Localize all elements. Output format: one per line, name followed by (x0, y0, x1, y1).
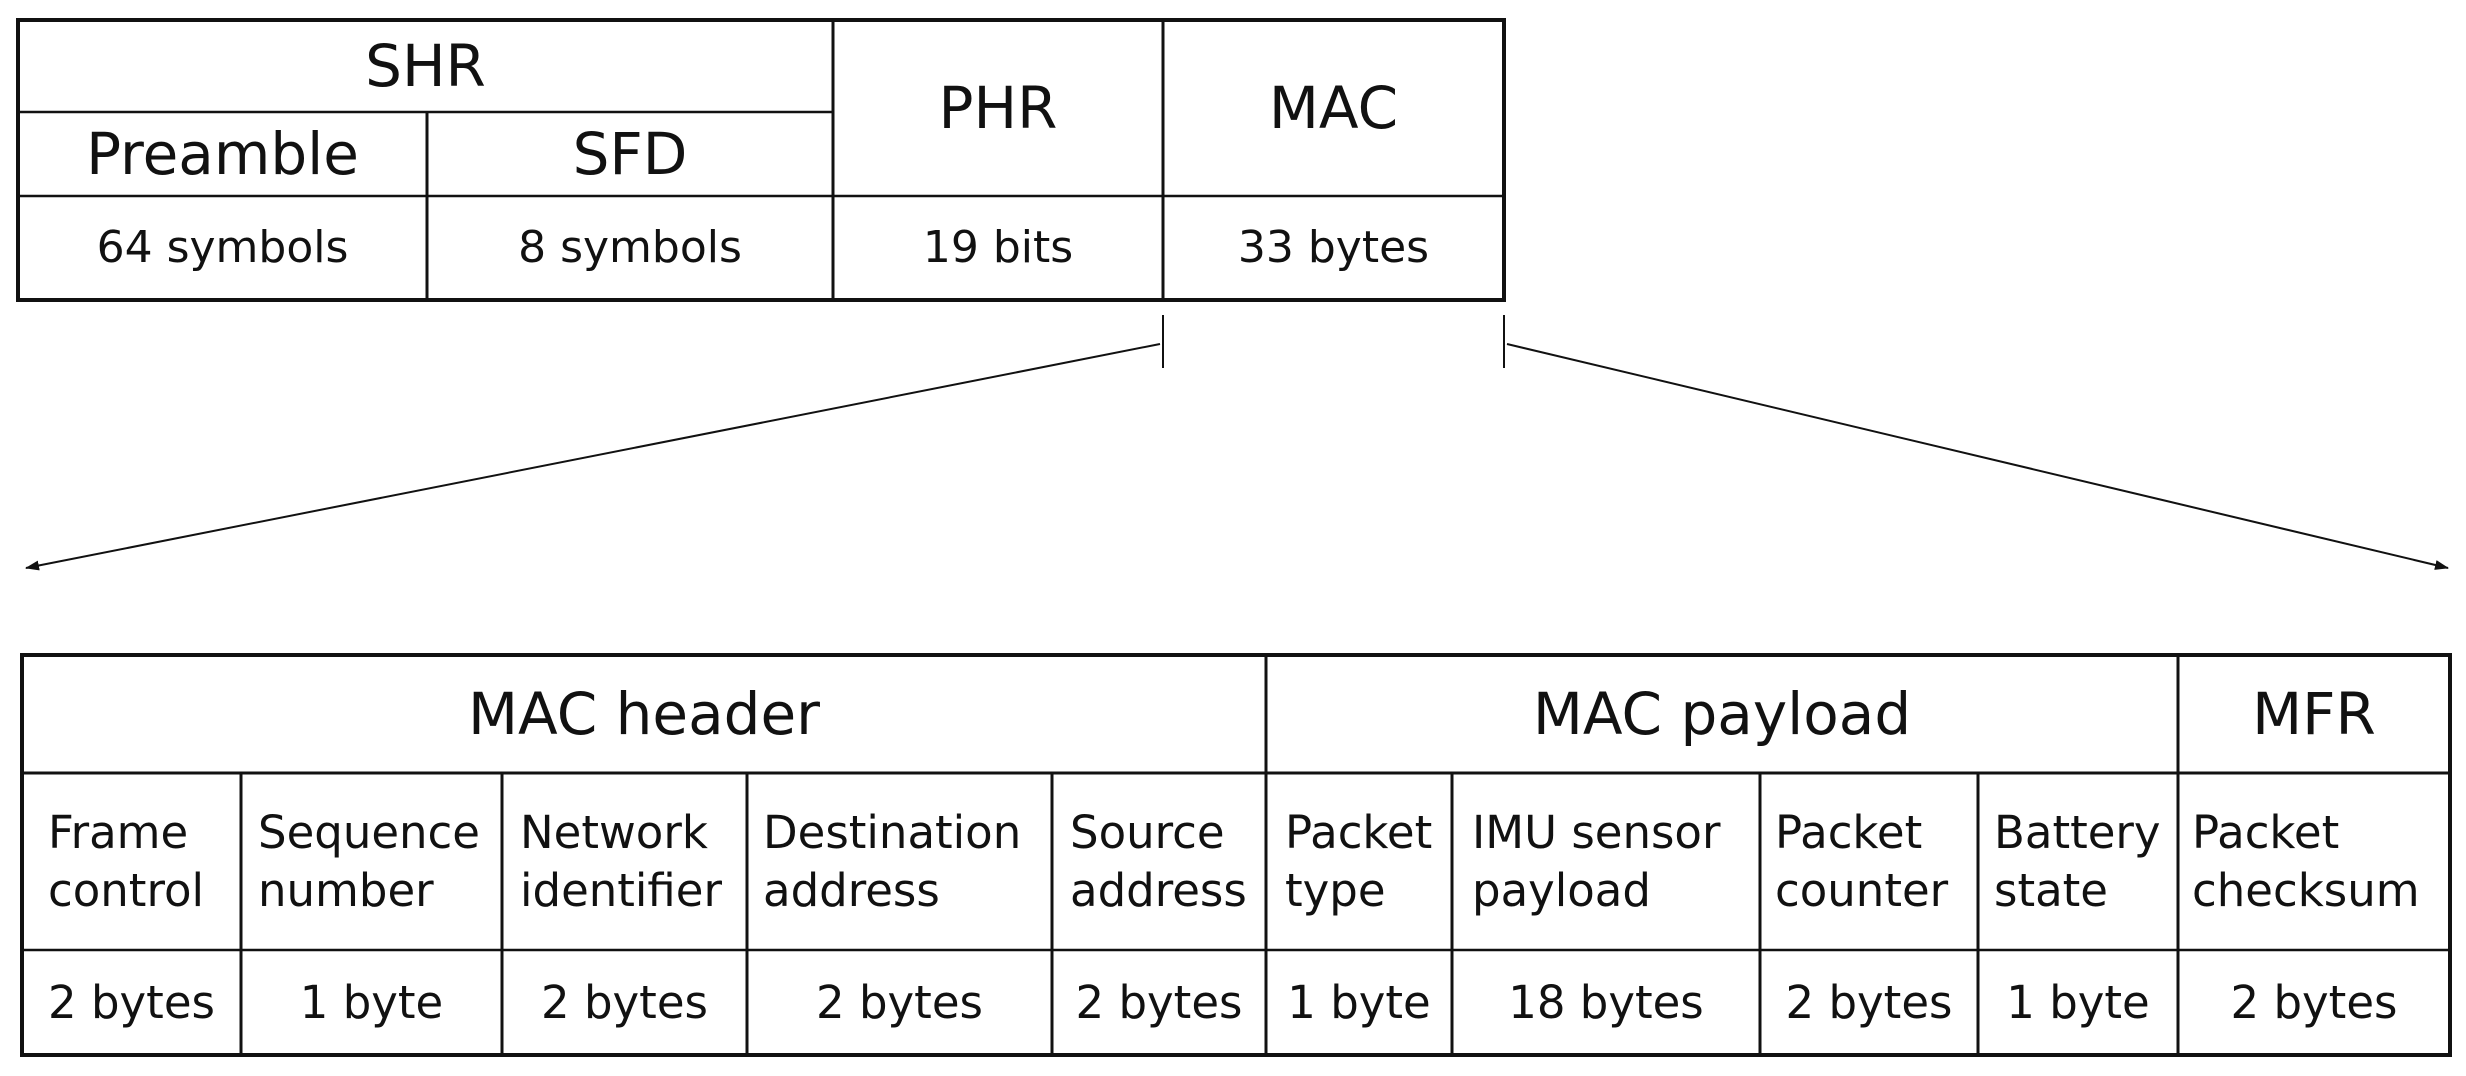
mfr-label: MFR (2252, 679, 2376, 748)
mac-frame-outline (20, 653, 2452, 1057)
preamble-size: 64 symbols (96, 221, 349, 273)
size-destination-address: 2 bytes (816, 975, 983, 1029)
size-battery-state: 1 byte (2006, 975, 2150, 1029)
mac-payload-label: MAC payload (1532, 679, 1912, 748)
sfd-label: SFD (572, 119, 688, 188)
left-expansion-arrow (25, 343, 1161, 571)
mac-header-label: MAC header (468, 679, 820, 748)
size-packet-type: 1 byte (1287, 975, 1431, 1029)
size-sequence-number: 1 byte (299, 975, 444, 1029)
phr-size: 19 bits (922, 221, 1074, 273)
size-network-identifier: 2 bytes (541, 975, 708, 1029)
size-packet-checksum: 2 bytes (2230, 975, 2398, 1029)
mac-size: 33 bytes (1237, 221, 1430, 273)
mac-label: MAC (1268, 73, 1399, 142)
sfd-size: 8 symbols (518, 221, 742, 273)
preamble-label: Preamble (86, 119, 359, 188)
size-frame-control: 2 bytes (48, 975, 215, 1029)
size-packet-counter: 2 bytes (1785, 975, 1953, 1029)
shr-label: SHR (365, 31, 486, 100)
top-frame-outline (16, 18, 1506, 302)
right-expansion-arrow (1506, 343, 2449, 570)
phr-label: PHR (938, 73, 1058, 142)
size-imu-sensor-payload: 18 bytes (1508, 975, 1704, 1029)
size-source-address: 2 bytes (1075, 975, 1243, 1029)
